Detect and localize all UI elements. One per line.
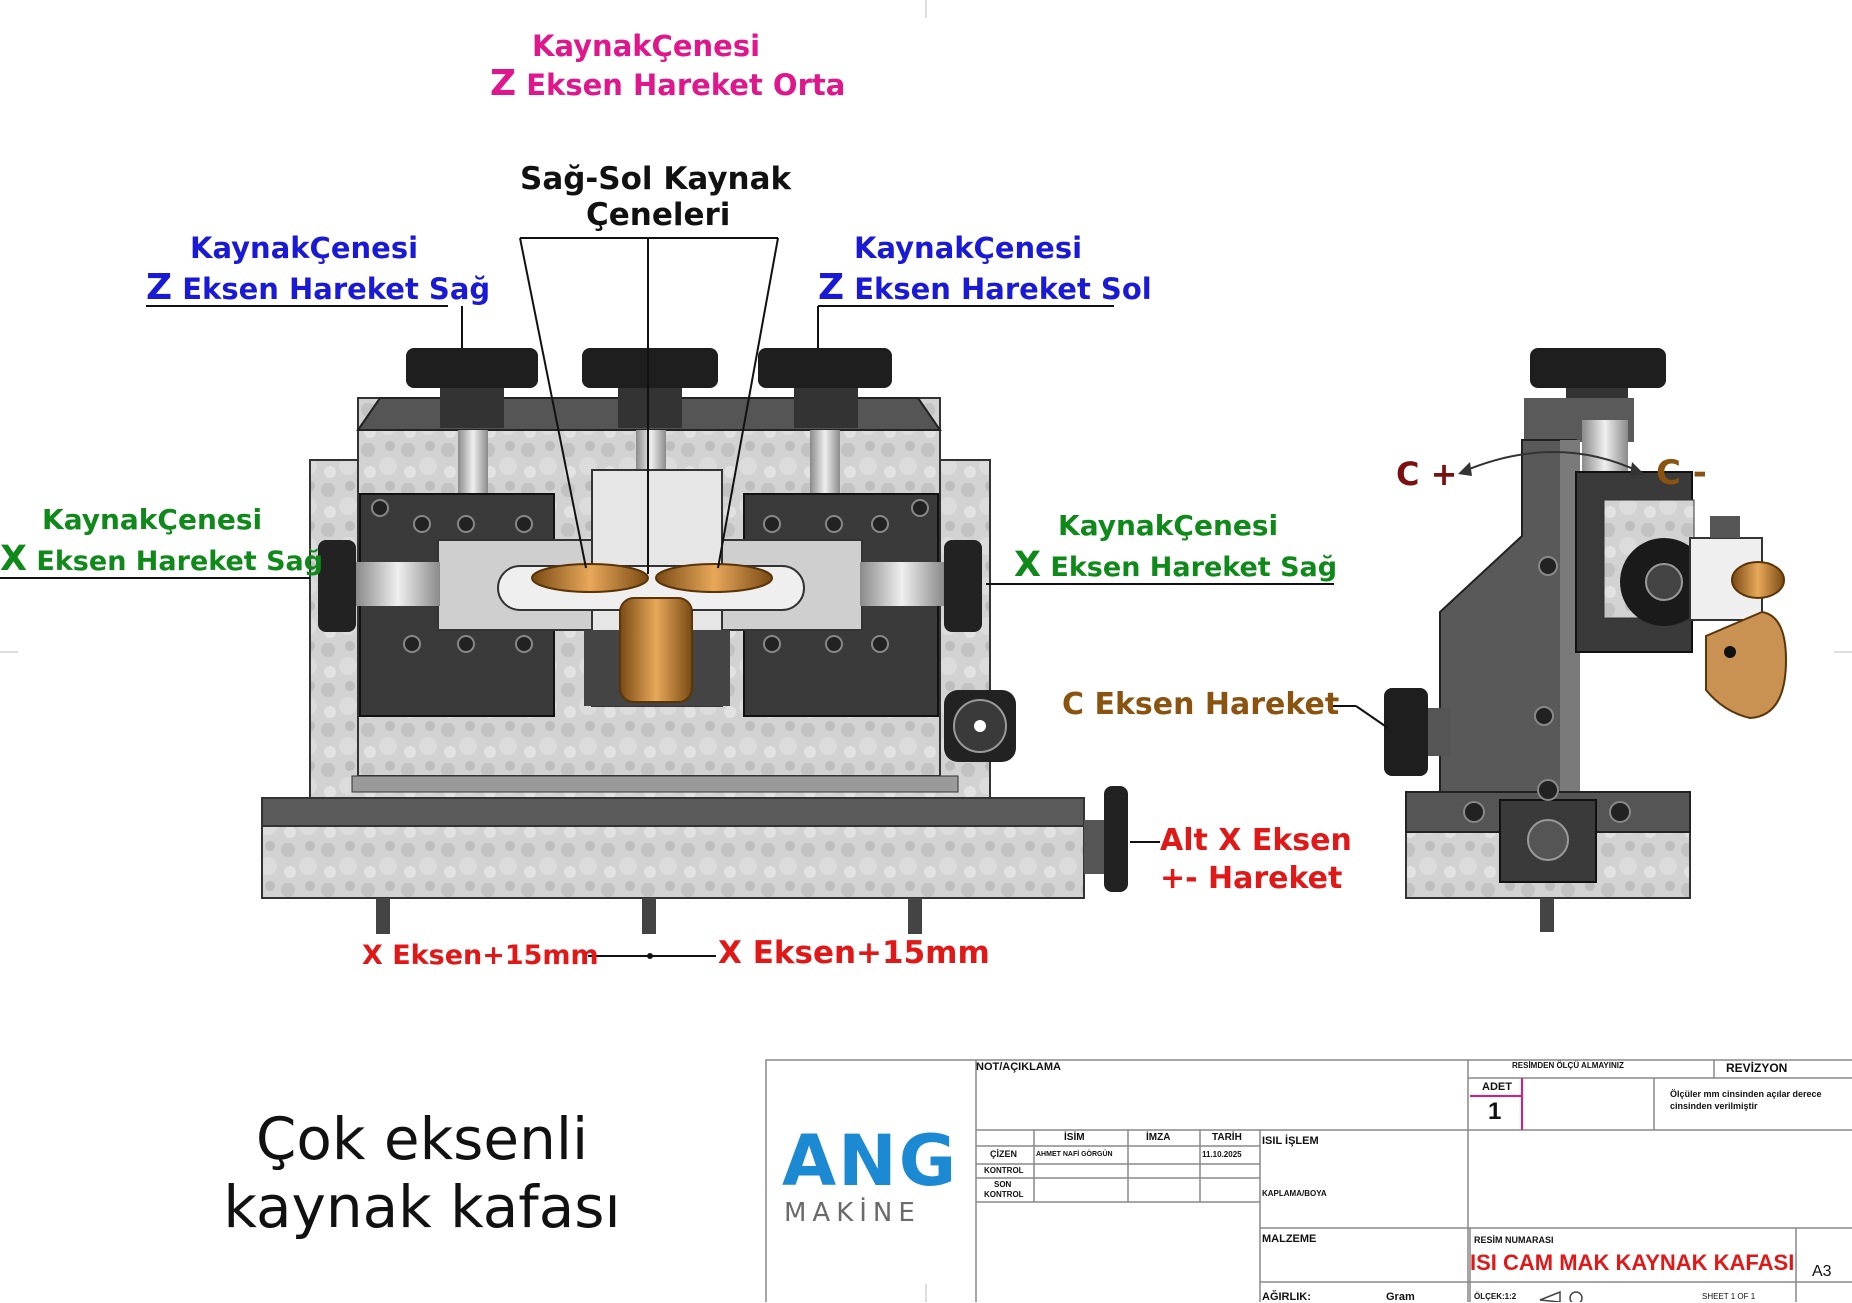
axis-letter: X	[0, 539, 27, 579]
weight-unit: Gram	[1386, 1291, 1415, 1303]
quantity-value: 1	[1488, 1098, 1502, 1125]
jaws-title-line2: Çeneleri	[586, 197, 731, 233]
z-right-title: KaynakÇenesi	[190, 231, 419, 265]
material-label: MALZEME	[1262, 1233, 1317, 1245]
weight-label: AĞIRLIK:	[1262, 1291, 1311, 1303]
side-view-assembly	[1384, 348, 1788, 932]
col-signature: İMZA	[1146, 1132, 1171, 1143]
x-right-subtitle: X Eksen Hareket Sağ	[1014, 548, 1337, 583]
z-right-subtitle: Z Eksen Hareket Sağ	[146, 270, 490, 306]
notes-label: NOT/AÇIKLAMA	[976, 1061, 1061, 1073]
title-block-grid	[765, 1059, 1852, 1302]
front-view-assembly	[261, 348, 1128, 934]
bottom-x-line1: Alt X Eksen	[1160, 823, 1352, 858]
z-left-subtitle: Z Eksen Hareket Sol	[818, 270, 1152, 306]
axis-text: Eksen Hareket Sağ	[36, 546, 324, 577]
axis-text: Eksen Hareket Orta	[526, 68, 846, 102]
axis-letter: Z	[146, 267, 173, 308]
coating-label: KAPLAMA/BOYA	[1262, 1189, 1327, 1198]
c-minus-label: C -	[1656, 453, 1707, 493]
company-logo-subtext: MAKİNE	[784, 1198, 921, 1228]
axis-letter: Z	[818, 267, 845, 308]
row-final-line1: SON	[994, 1180, 1012, 1189]
col-date: TARİH	[1212, 1132, 1242, 1143]
quantity-box	[1470, 1078, 1523, 1130]
middle-jaw-subtitle: Z Eksen Hareket Orta	[490, 66, 845, 102]
row-final-line2: KONTROL	[984, 1190, 1024, 1199]
drawing-title-line1: Çok eksenli	[255, 1105, 589, 1173]
leader-lines	[0, 237, 1389, 959]
row-drawn: ÇİZEN	[990, 1149, 1017, 1159]
drawn-name: AHMET NAFİ GÖRGÜN	[1036, 1151, 1113, 1158]
drawing-number: ISI CAM MAK KAYNAK KAFASI	[1470, 1250, 1795, 1275]
heat-treatment-label: ISIL İŞLEM	[1262, 1135, 1319, 1147]
axis-text: Eksen Hareket Sol	[854, 272, 1152, 306]
col-name: İSİM	[1064, 1132, 1085, 1143]
axis-text: Eksen Hareket Sağ	[182, 272, 491, 306]
x-travel-right: X Eksen+15mm	[718, 935, 990, 971]
company-logo: ANG	[782, 1120, 959, 1202]
drawn-date: 11.10.2025	[1202, 1150, 1242, 1159]
units-note-line1: Ölçüler mm cinsinden açılar derece	[1670, 1089, 1822, 1099]
middle-jaw-title: KaynakÇenesi	[532, 29, 761, 63]
x-right-title: KaynakÇenesi	[1058, 509, 1279, 542]
axis-letter: X	[1014, 545, 1041, 585]
x-left-title: KaynakÇenesi	[42, 503, 263, 536]
projection-symbol	[1539, 1290, 1583, 1302]
sheet-size: A3	[1812, 1263, 1832, 1280]
row-check: KONTROL	[984, 1166, 1024, 1175]
x-left-subtitle: X Eksen Hareket Sağ	[0, 542, 323, 577]
axis-text: Eksen Hareket Sağ	[1050, 552, 1338, 583]
jaws-title-line1: Sağ-Sol Kaynak	[520, 161, 792, 197]
units-note-line2: cinsinden verilmiştir	[1670, 1101, 1758, 1111]
drawing-title-line2: kaynak kafası	[223, 1173, 621, 1241]
x-travel-left: X Eksen+15mm	[362, 940, 599, 971]
revision-label: REVİZYON	[1726, 1061, 1788, 1075]
z-left-title: KaynakÇenesi	[854, 231, 1083, 265]
quantity-label: ADET	[1482, 1081, 1512, 1093]
scale-label: ÖLÇEK:1:2	[1474, 1292, 1517, 1301]
no-scale-label: RESİMDEN ÖLÇÜ ALMAYINIZ	[1512, 1061, 1624, 1070]
sheet-label: SHEET 1 OF 1	[1702, 1292, 1756, 1301]
axis-letter: Z	[490, 63, 517, 104]
c-plus-label: C +	[1396, 455, 1458, 493]
drawing-number-label: RESİM NUMARASI	[1474, 1235, 1554, 1245]
bottom-x-line2: +- Hareket	[1160, 861, 1343, 896]
c-axis-label: C Eksen Hareket	[1062, 687, 1340, 722]
